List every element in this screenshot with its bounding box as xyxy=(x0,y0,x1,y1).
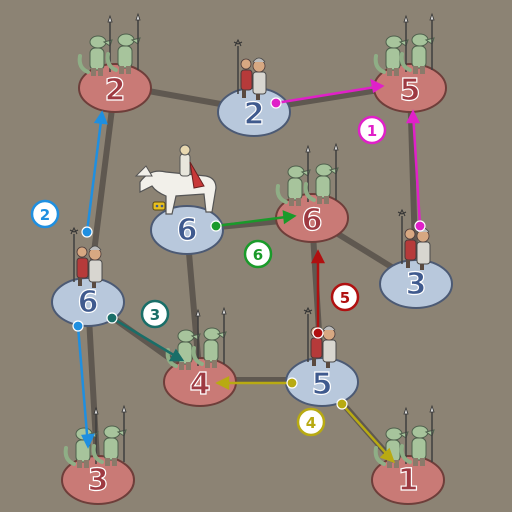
node-enemy-4-mid[interactable]: 4 xyxy=(163,306,237,407)
node-value: 3 xyxy=(406,267,427,302)
step-badge-2: 2 xyxy=(30,199,60,229)
svg-text:4: 4 xyxy=(306,414,316,432)
move-arrow-teal xyxy=(106,312,185,362)
svg-text:6: 6 xyxy=(253,246,263,264)
svg-text:1: 1 xyxy=(367,122,377,140)
node-ally-2-top[interactable]: 2 xyxy=(217,39,291,137)
node-enemy-2-top-left[interactable]: 2 xyxy=(77,12,152,113)
node-enemy-3-bottom-left[interactable]: 3 xyxy=(61,404,135,505)
node-value: 3 xyxy=(88,463,109,498)
node-ally-6-knight[interactable]: 6 xyxy=(134,144,224,255)
move-arrow-olive xyxy=(215,375,298,391)
svg-text:2: 2 xyxy=(40,206,50,224)
node-enemy-1-bottom-right[interactable]: 1 xyxy=(371,404,445,505)
node-ally-5-mid[interactable]: 5 xyxy=(285,307,359,407)
move-arrow-magenta-2 xyxy=(405,109,426,232)
node-ally-6-left[interactable]: 6 xyxy=(51,227,125,327)
node-value: 5 xyxy=(400,73,421,108)
node-value: 2 xyxy=(105,73,126,108)
knight-icon xyxy=(134,144,217,215)
node-value: 1 xyxy=(398,463,419,498)
move-arrow-blue xyxy=(81,110,108,238)
move-arrow-green xyxy=(210,210,297,232)
node-ally-3-right[interactable]: 3 xyxy=(379,209,453,309)
node-enemy-6-center[interactable]: 6 xyxy=(275,142,349,243)
node-value: 6 xyxy=(78,285,99,320)
move-arrow-magenta xyxy=(270,78,385,109)
node-enemy-5-top-right[interactable]: 5 xyxy=(373,12,447,113)
node-value: 2 xyxy=(244,97,265,132)
move-arrow-blue-2 xyxy=(72,320,96,449)
move-arrow-red xyxy=(310,249,326,339)
svg-text:5: 5 xyxy=(340,289,350,307)
board-edges xyxy=(85,82,419,481)
step-badge-6: 6 xyxy=(243,239,273,269)
move-arrows xyxy=(72,78,426,464)
node-value: 4 xyxy=(190,367,211,402)
node-value: 6 xyxy=(177,213,198,248)
node-value: 5 xyxy=(312,367,333,402)
step-badge-1: 1 xyxy=(357,115,387,145)
step-badge-5: 5 xyxy=(330,282,360,312)
move-arrow-olive-2 xyxy=(336,398,396,464)
step-badge-3: 3 xyxy=(140,299,170,329)
step-badge-4: 4 xyxy=(296,407,326,437)
node-value: 6 xyxy=(302,203,323,238)
svg-text:3: 3 xyxy=(150,306,160,324)
